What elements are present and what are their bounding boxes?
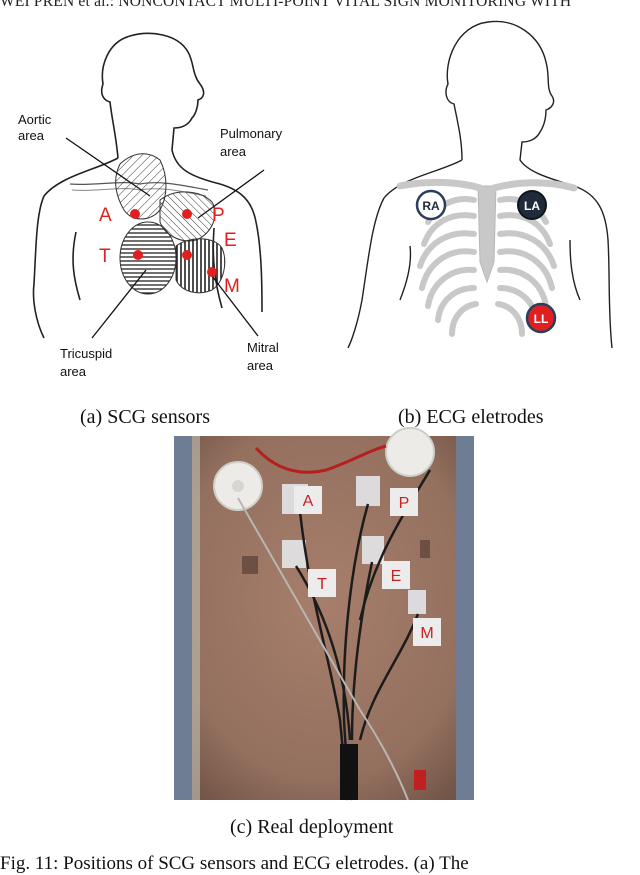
scg-label-t: T (99, 246, 111, 267)
panel-b-body-outline (347, 20, 613, 349)
electrode-ll-label: LL (534, 312, 549, 326)
electrode-ra-label: RA (422, 199, 440, 213)
electrode-ra: RA (415, 189, 447, 221)
figure-caption: Fig. 11: Positions of SCG sensors and EC… (0, 853, 469, 874)
label-aortic-line1: Aortic (18, 112, 52, 127)
scg-label-p: P (212, 205, 225, 226)
scg-label-e: E (224, 230, 237, 251)
mitral-region (175, 238, 226, 294)
caption-panel-c: (c) Real deployment (230, 816, 394, 838)
caption-panel-b: (b) ECG eletrodes (398, 406, 544, 428)
panel-b-ecg-diagram: RA LA LL (347, 20, 613, 349)
label-aortic-line2: area (18, 128, 45, 143)
photo-tag-t: T (317, 576, 327, 593)
photo-tag-m: M (420, 625, 433, 642)
caption-panel-a: (a) SCG sensors (80, 406, 210, 428)
scg-point-m (207, 267, 217, 277)
running-head: WEI PREN et al.: NONCONTACT MULTI-POINT … (0, 0, 572, 10)
label-tricuspid-line2: area (60, 364, 87, 379)
panel-a-body-outline (32, 32, 263, 339)
panel-c-photo: A P T E M (174, 427, 474, 801)
rib-cage (417, 196, 557, 337)
electrode-la-label: LA (524, 199, 540, 213)
scg-label-a: A (99, 205, 112, 226)
scg-point-e (182, 250, 192, 260)
electrode-ll: LL (525, 302, 557, 334)
photo-tag-p: P (399, 495, 410, 512)
electrode-la: LA (517, 190, 547, 220)
label-mitral-line1: Mitral (247, 340, 279, 355)
label-mitral-line2: area (247, 358, 274, 373)
scg-point-p (182, 209, 192, 219)
label-pulmonary-line2: area (220, 144, 247, 159)
photo-tag-a: A (303, 493, 314, 510)
scg-point-a (130, 209, 140, 219)
scg-point-t (133, 250, 143, 260)
photo-tag-e: E (391, 568, 402, 585)
aortic-region (115, 153, 167, 220)
tricuspid-region (119, 221, 177, 295)
scg-label-m: M (224, 276, 240, 297)
panel-a-scg-diagram: A P T E M Aortic area Pulmonary area Tri… (18, 32, 283, 379)
label-tricuspid-line1: Tricuspid (60, 346, 112, 361)
label-pulmonary-line1: Pulmonary (220, 126, 283, 141)
